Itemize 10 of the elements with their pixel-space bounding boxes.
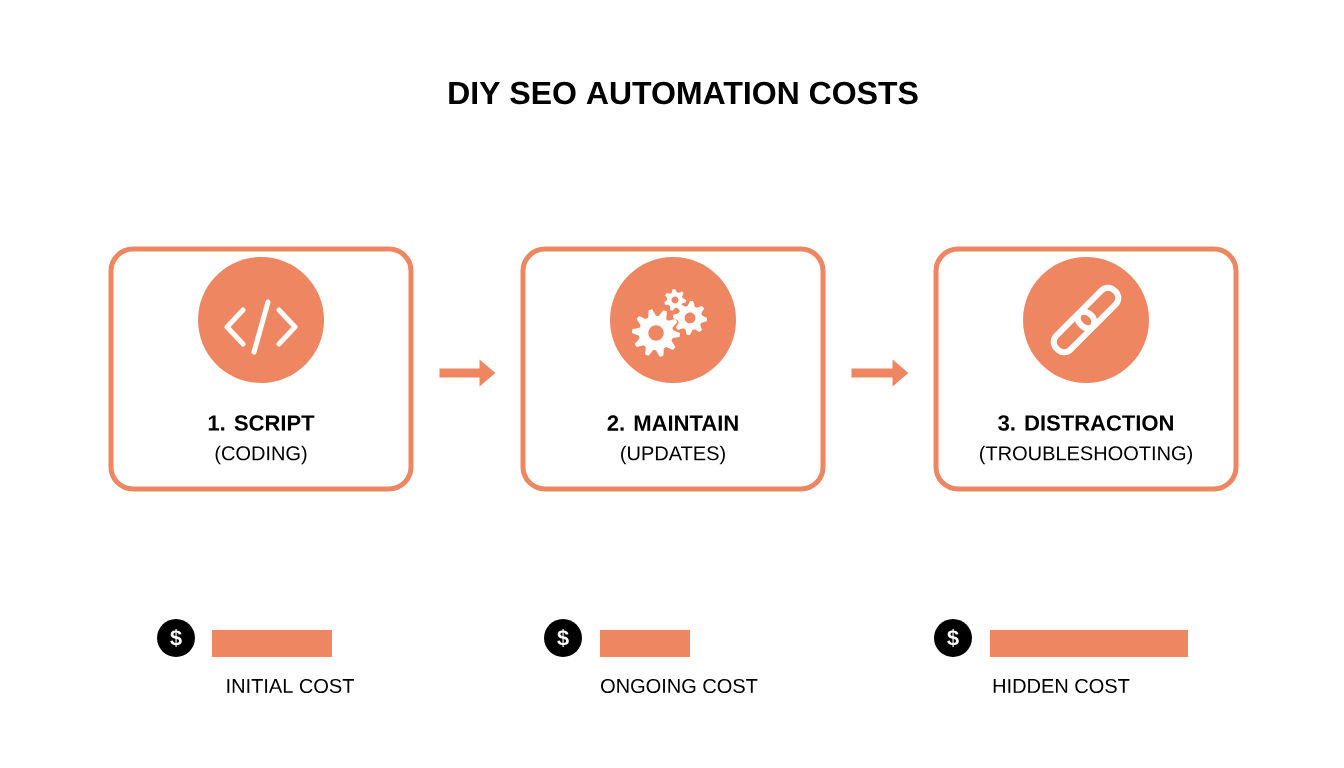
dollar-badge: $ xyxy=(544,619,582,657)
cost-bar xyxy=(600,630,690,657)
cost-label: INITIAL COST xyxy=(227,678,354,694)
cost-label: HIDDEN COST xyxy=(993,678,1130,694)
cost-bar xyxy=(990,630,1188,657)
dollar-badge: $ xyxy=(157,619,195,657)
cost-label: ONGOING COST xyxy=(601,678,758,694)
cost-bar xyxy=(212,630,332,657)
dollar-badge: $ xyxy=(934,619,972,657)
title: DIY SEO AUTOMATION COSTS xyxy=(449,81,918,105)
